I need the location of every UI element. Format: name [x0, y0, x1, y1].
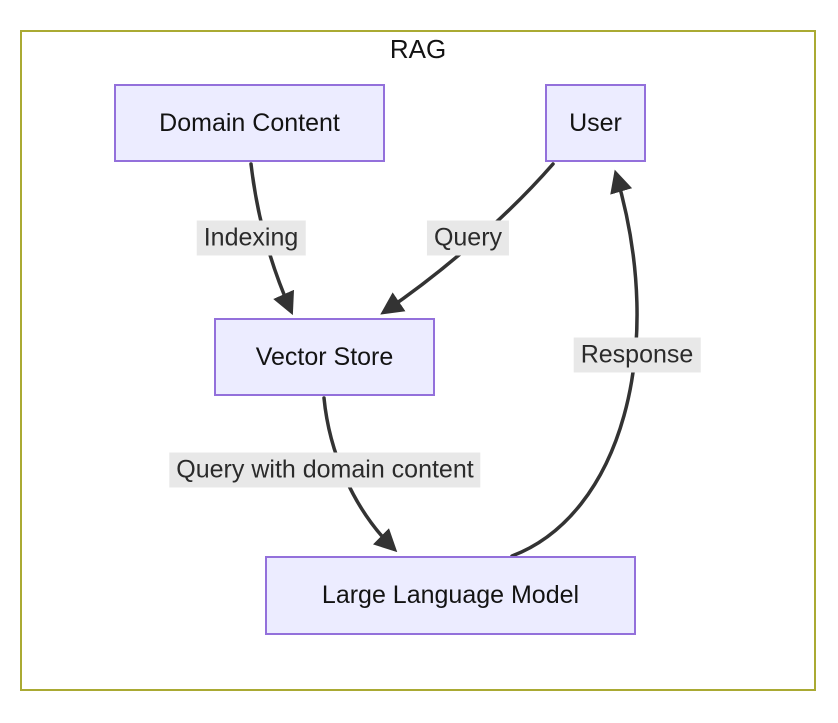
- edge-label-response: Response: [573, 337, 701, 373]
- edge-label-indexing: Indexing: [196, 220, 306, 256]
- node-large-language-model: Large Language Model: [265, 556, 636, 635]
- diagram-title: RAG: [389, 34, 447, 64]
- cluster-border: [20, 30, 816, 691]
- node-vector-store: Vector Store: [214, 318, 435, 396]
- node-domain-content: Domain Content: [114, 84, 385, 162]
- node-user: User: [545, 84, 646, 162]
- edge-label-query-with-domain-content: Query with domain content: [169, 452, 481, 488]
- edge-label-query: Query: [426, 220, 510, 256]
